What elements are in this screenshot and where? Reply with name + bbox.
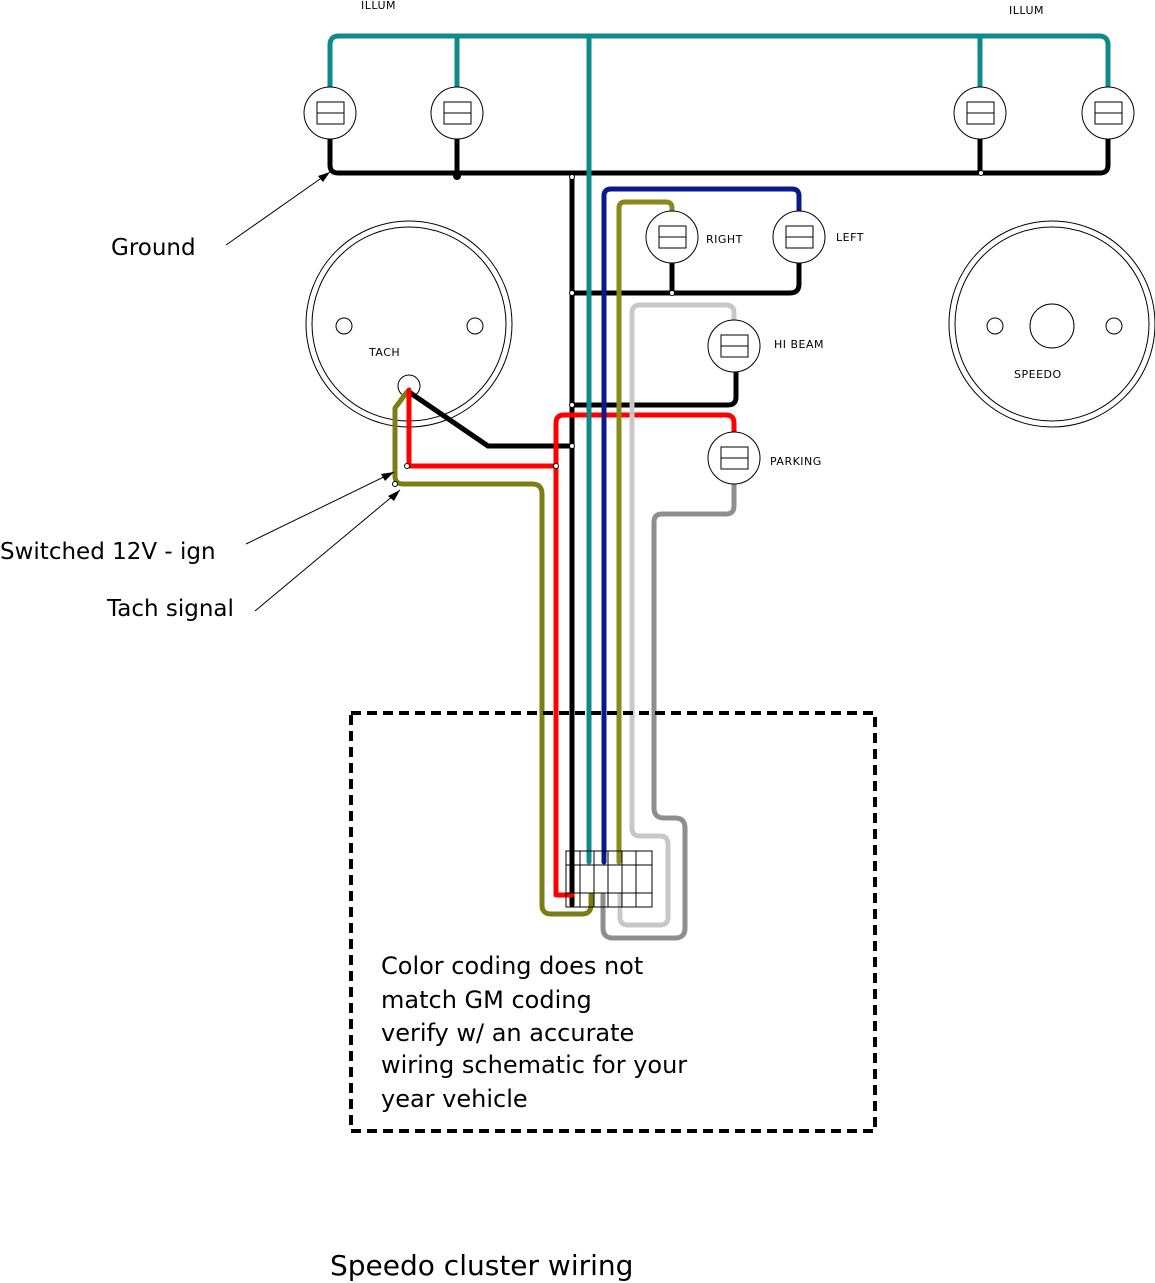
- speedo-gauge: [948, 220, 1155, 428]
- illum-bulb-4: [1081, 86, 1135, 140]
- hi-beam-bulb: [707, 319, 761, 373]
- parking-label: PARKING: [770, 455, 822, 468]
- ground-star-junction: [453, 172, 461, 180]
- tach-label: TACH: [368, 346, 400, 359]
- illum-left-label: ILLUM: [361, 0, 396, 12]
- left-turn-wire: [601, 186, 802, 865]
- illum-wires: [327, 33, 1111, 865]
- illum-bulb-3: [953, 86, 1007, 140]
- ground-label: Ground: [111, 235, 196, 261]
- parking-wire: [600, 472, 737, 941]
- right-turn-bulb: [645, 210, 699, 264]
- left-turn-bulb: [772, 210, 826, 264]
- right-turn-wire: [616, 199, 675, 865]
- note-line-3: verify w/ an accurate: [381, 1019, 634, 1047]
- illum-bulb-2: [430, 86, 484, 140]
- hi-beam-label: HI BEAM: [774, 338, 824, 351]
- diagram-title: Speedo cluster wiring: [330, 1249, 633, 1282]
- speedo-label: SPEEDO: [1014, 368, 1062, 381]
- right-label: RIGHT: [706, 233, 743, 246]
- left-label: LEFT: [836, 231, 864, 244]
- note-line-1: Color coding does not: [381, 952, 643, 980]
- note-line-5: year vehicle: [381, 1085, 528, 1113]
- switched-12v-label: Switched 12V - ign: [0, 539, 216, 565]
- note-line-2: match GM coding: [381, 986, 592, 1014]
- leader-lines: [225, 171, 401, 612]
- tach-signal-label: Tach signal: [106, 596, 234, 622]
- illum-bulb-1: [303, 86, 357, 140]
- junction-dots: [392, 170, 984, 487]
- note-line-4: wiring schematic for your: [381, 1051, 687, 1079]
- illum-right-label: ILLUM: [1009, 4, 1044, 17]
- tach-signal-wire: [392, 389, 594, 917]
- note-box: [349, 711, 877, 1133]
- cluster-connector: [565, 850, 653, 908]
- ground-wires: [327, 127, 1111, 908]
- parking-bulb: [707, 431, 761, 485]
- hi-beam-wire: [617, 302, 737, 928]
